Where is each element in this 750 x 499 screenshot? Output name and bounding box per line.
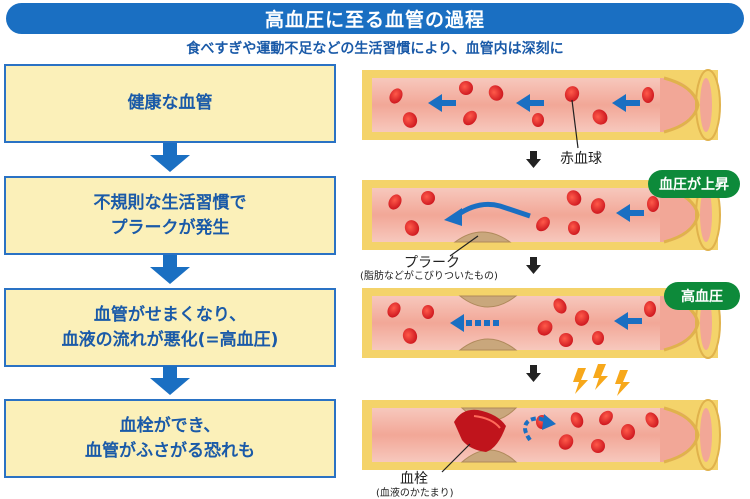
blood-cell bbox=[459, 81, 473, 95]
blood-cell bbox=[389, 88, 403, 104]
step-arrow-icon bbox=[526, 365, 541, 382]
page-title-banner: 高血圧に至る血管の過程 bbox=[6, 3, 744, 34]
lightning-icon bbox=[573, 364, 630, 396]
vessel-plaque bbox=[362, 179, 721, 257]
blood-cell bbox=[564, 86, 580, 102]
stage-plaque-forms: 不規則な生活習慣で プラークが発生 bbox=[4, 176, 336, 255]
flow-curve-arrow bbox=[454, 201, 531, 219]
step-arrow-icon bbox=[526, 151, 541, 168]
plaque-deposit bbox=[453, 231, 512, 243]
label-thrombus-note: (血液のかたまり) bbox=[376, 488, 454, 499]
blood-cell bbox=[642, 87, 654, 103]
stage-healthy-vessel: 健康な血管 bbox=[4, 64, 336, 143]
step-arrow-icon bbox=[526, 257, 541, 274]
label-thrombus: 血栓 bbox=[400, 471, 428, 487]
recirculation-arrow-icon bbox=[523, 414, 556, 442]
flow-down-arrow-3 bbox=[150, 366, 190, 395]
stage-narrowed-vessel: 血管がせまくなり、 血液の流れが悪化(=高血圧) bbox=[4, 288, 336, 367]
page-title: 高血圧に至る血管の過程 bbox=[264, 9, 485, 31]
leader-line bbox=[571, 99, 579, 149]
flow-down-arrow-2 bbox=[150, 255, 190, 284]
thrombus bbox=[454, 409, 506, 452]
flow-arrow-icon bbox=[516, 94, 544, 112]
flow-down-arrow-1 bbox=[150, 143, 190, 172]
label-plaque: プラーク bbox=[404, 255, 460, 271]
vessel-thrombus bbox=[362, 399, 721, 473]
blood-cell bbox=[463, 110, 477, 126]
flow-arrow-icon bbox=[614, 312, 642, 330]
leader-line bbox=[441, 443, 471, 473]
blood-cell bbox=[402, 112, 418, 128]
leader-line bbox=[449, 235, 479, 257]
vessel-healthy bbox=[362, 69, 721, 149]
page-subtitle: 食べすぎや運動不足などの生活習慣により、血管内は深刻に bbox=[186, 41, 564, 57]
label-red-blood-cell: 赤血球 bbox=[560, 151, 602, 167]
plaque-deposit bbox=[460, 449, 518, 463]
blood-cell bbox=[532, 113, 544, 127]
label-plaque-note: (脂肪などがこびりついたもの) bbox=[360, 271, 498, 282]
badge-pressure-rising: 血圧が上昇 bbox=[648, 170, 740, 198]
vessel-narrowed bbox=[362, 287, 721, 359]
plaque-deposit bbox=[458, 295, 518, 308]
badge-high-pressure: 高血圧 bbox=[664, 282, 740, 310]
flow-arrow-icon bbox=[428, 94, 456, 112]
flow-arrow-icon bbox=[612, 94, 640, 112]
blood-cell bbox=[488, 85, 504, 101]
dashed-flow-arrow-icon bbox=[450, 314, 499, 332]
stage-thrombus: 血栓ができ、 血管がふさがる恐れも bbox=[4, 399, 336, 478]
blood-cell bbox=[592, 109, 608, 125]
plaque-deposit bbox=[458, 338, 518, 351]
flow-arrow-icon bbox=[616, 204, 644, 222]
